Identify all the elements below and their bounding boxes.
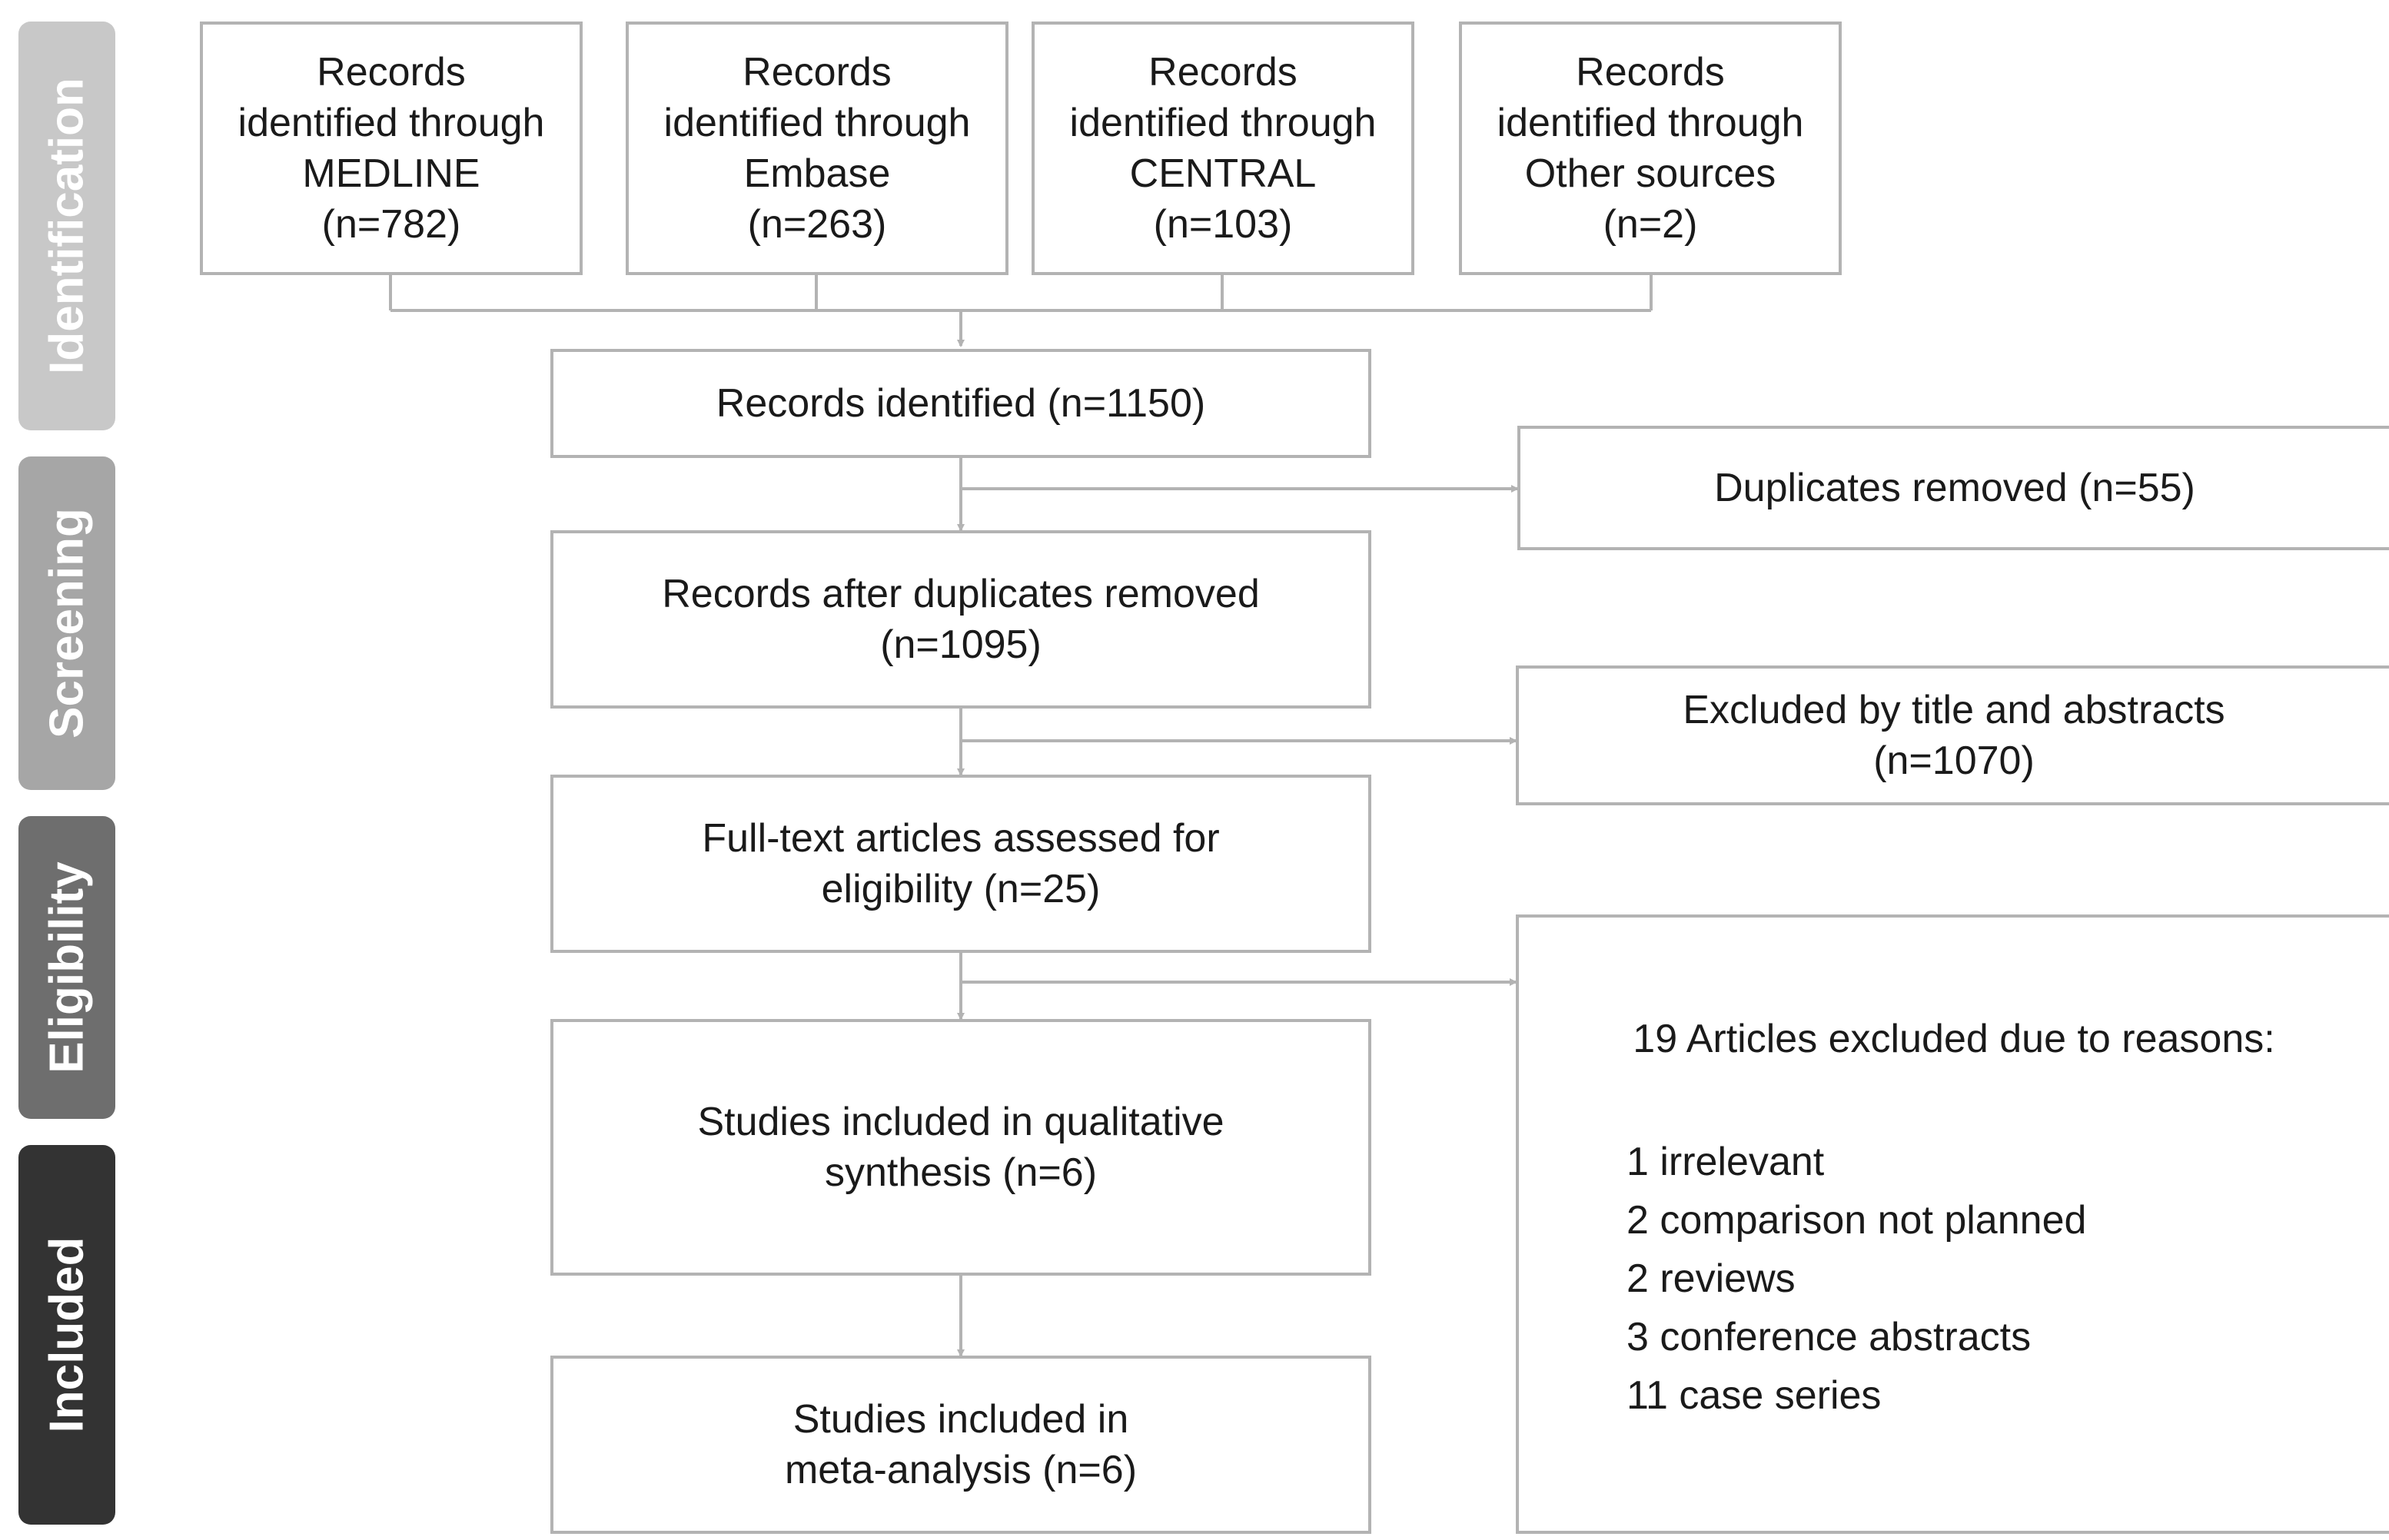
records-after-duplicates-text: Records after duplicates removed [662,572,1260,616]
exclusion-reason: 11 case series [1626,1373,1882,1418]
stage-tab-identification: Identification [18,22,115,430]
source-box-line: CENTRAL [1129,151,1317,196]
source-box-count: (n=2) [1603,202,1698,247]
stage-tab-screening: Screening [18,456,115,790]
fulltext-assessed-count: eligibility (n=25) [821,867,1101,911]
source-box-line: Records [1576,50,1725,95]
source-box-line: identified through [238,101,545,145]
exclusion-reason: 3 conference abstracts [1626,1315,2032,1359]
source-box-central: Records identified through CENTRAL (n=10… [1032,22,1414,275]
meta-analysis-count: meta-analysis (n=6) [784,1448,1138,1492]
excluded-title-abstract-text: Excluded by title and abstracts [1683,688,2225,732]
qualitative-synthesis-text: Studies included in qualitative [697,1100,1224,1144]
duplicates-removed-text: Duplicates removed (n=55) [1714,466,2195,510]
stage-tab-eligibility: Eligibility [18,816,115,1119]
records-after-duplicates-count: (n=1095) [880,622,1042,667]
duplicates-removed-box: Duplicates removed (n=55) [1517,426,2389,550]
articles-excluded-header: 19 Articles excluded due to reasons: [1633,1017,2275,1061]
fulltext-assessed-box: Full-text articles assessed for eligibil… [550,775,1371,953]
source-box-line: Other sources [1524,151,1776,196]
exclusion-reasons-list: 1 irrelevant 2 comparison not planned 2 … [1626,1133,2086,1425]
source-box-line: identified through [1497,101,1804,145]
source-box-count: (n=263) [747,202,887,247]
excluded-title-abstract-box: Excluded by title and abstracts (n=1070) [1516,665,2389,805]
meta-analysis-box: Studies included in meta-analysis (n=6) [550,1356,1371,1534]
source-box-line: Embase [743,151,891,196]
source-box-line: Records [317,50,466,95]
meta-analysis-text: Studies included in [792,1397,1129,1442]
exclusion-reason: 2 comparison not planned [1626,1198,2087,1243]
exclusion-reason: 1 irrelevant [1626,1140,1825,1184]
fulltext-assessed-text: Full-text articles assessed for [702,816,1220,861]
records-identified-box: Records identified (n=1150) [550,349,1371,458]
source-box-line: MEDLINE [302,151,480,196]
source-box-line: Records [743,50,892,95]
excluded-title-abstract-count: (n=1070) [1873,738,2035,783]
records-identified-text: Records identified (n=1150) [716,381,1206,426]
source-box-medline: Records identified through MEDLINE (n=78… [200,22,583,275]
exclusion-reason: 2 reviews [1626,1256,1796,1301]
qualitative-synthesis-count: synthesis (n=6) [824,1150,1098,1195]
source-box-line: identified through [663,101,971,145]
qualitative-synthesis-box: Studies included in qualitative synthesi… [550,1019,1371,1276]
source-box-line: Records [1148,50,1298,95]
stage-tab-included: Included [18,1145,115,1525]
source-box-embase: Records identified through Embase (n=263… [626,22,1008,275]
articles-excluded-box: 19 Articles excluded due to reasons: 1 i… [1516,914,2389,1534]
records-after-duplicates-box: Records after duplicates removed (n=1095… [550,530,1371,709]
source-box-count: (n=782) [321,202,461,247]
source-box-line: identified through [1069,101,1377,145]
source-box-other: Records identified through Other sources… [1459,22,1842,275]
source-box-count: (n=103) [1153,202,1293,247]
